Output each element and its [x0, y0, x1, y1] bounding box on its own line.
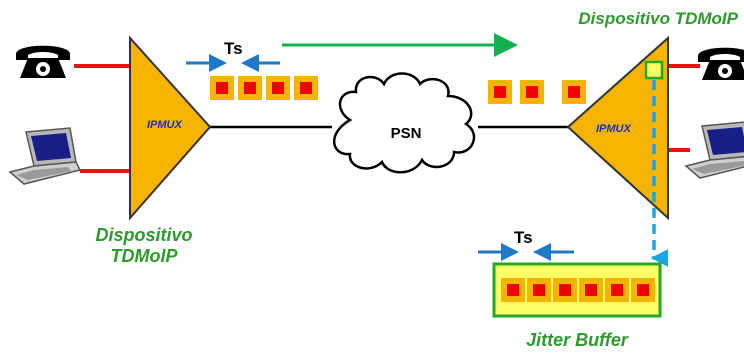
device-label-right: Dispositivo TDMoIP	[578, 9, 738, 28]
packet-stream-left	[210, 76, 318, 100]
packet	[488, 80, 512, 104]
cloud-icon	[332, 72, 476, 174]
ipmux-right	[566, 35, 669, 221]
telephone-icon	[16, 45, 70, 78]
packet	[520, 80, 544, 104]
psn-label: PSN	[391, 125, 422, 142]
laptop-icon	[8, 127, 82, 185]
packet	[605, 278, 629, 302]
telephone-icon	[698, 47, 744, 80]
packet	[501, 278, 525, 302]
packet	[562, 80, 586, 104]
jitter-buffer-label: Jitter Buffer	[526, 330, 629, 350]
buffer-slot	[644, 60, 664, 80]
device-label-left-line1: Dispositivo	[95, 225, 192, 245]
packet	[294, 76, 318, 100]
packet	[238, 76, 262, 100]
ipmux-left	[129, 35, 212, 221]
packet	[266, 76, 290, 100]
ipmux-right-label: IPMUX	[596, 123, 632, 135]
packet	[553, 278, 577, 302]
ts-label-bottom: Ts	[514, 228, 533, 247]
laptop-icon	[684, 121, 744, 179]
ipmux-left-label: IPMUX	[147, 119, 183, 131]
packet-stream-right	[488, 80, 586, 104]
packet	[631, 278, 655, 302]
packet	[579, 278, 603, 302]
packet	[527, 278, 551, 302]
device-label-left-line2: TDMoIP	[111, 246, 179, 266]
jitter-buffer-packets	[501, 278, 655, 302]
ts-label-top: Ts	[224, 39, 243, 58]
packet	[210, 76, 234, 100]
